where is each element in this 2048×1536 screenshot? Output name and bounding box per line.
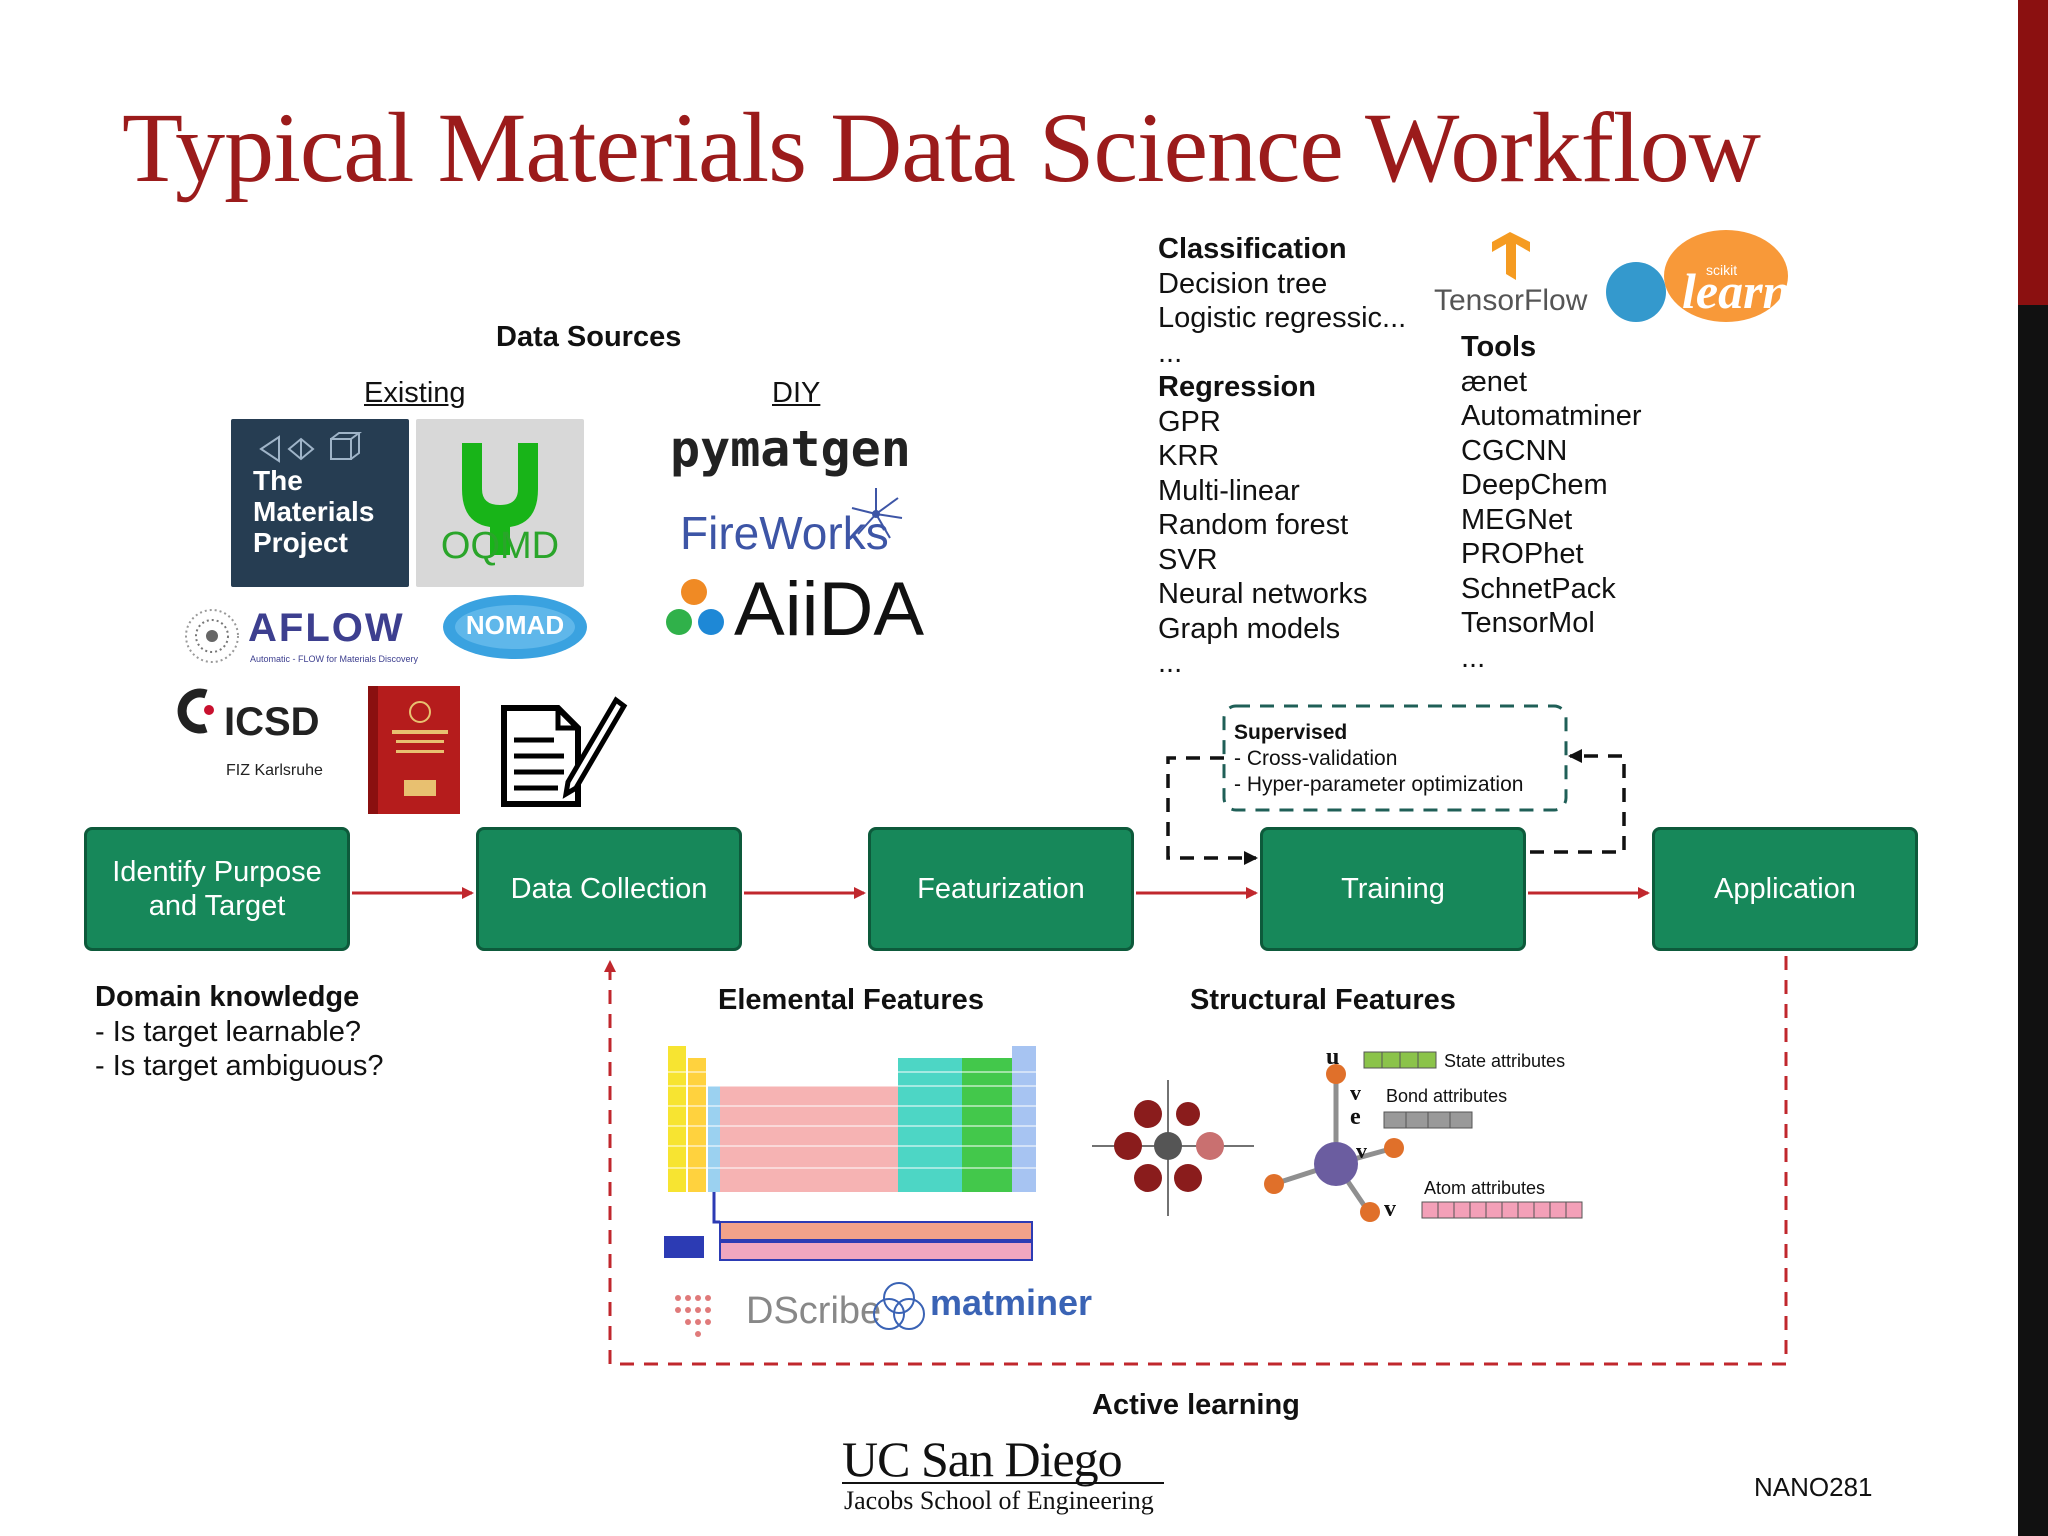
regression-item: Random forest: [1158, 509, 1349, 541]
sidebar-dark: [2018, 305, 2048, 1536]
fireworks-burst-icon: [851, 488, 903, 539]
regression-item: ...: [1158, 647, 1183, 679]
domain-heading: Domain knowledge: [95, 981, 360, 1013]
step-featurization: Featurization: [868, 827, 1134, 951]
ucsd-divider: [842, 1482, 1164, 1484]
dscribe-label: DScribe: [746, 1290, 882, 1332]
tool-item: DeepChem: [1461, 469, 1608, 501]
nomad-logo: NOMAD: [440, 590, 590, 664]
data-sources-heading: Data Sources: [496, 321, 682, 353]
symbol-ek: e: [1350, 1104, 1361, 1130]
icsd-mark-icon: [177, 688, 214, 734]
icsd-logo-text: ICSD: [224, 700, 320, 744]
aiida-logo: AiiDA: [734, 567, 925, 652]
fireworks-logo: FireWorks: [680, 507, 889, 559]
tool-item: CGCNN: [1461, 434, 1568, 467]
classification-item: Logistic regressic...: [1158, 302, 1407, 334]
periodic-table-image: [660, 1036, 1044, 1268]
sklearn-label: learn: [1682, 263, 1791, 319]
tool-item: ænet: [1461, 365, 1528, 398]
tool-item: MEGNet: [1461, 503, 1573, 536]
domain-item: - Is target learnable?: [95, 1015, 361, 1048]
nomad-cloud-icon: [443, 595, 587, 659]
icsd-logo-subtitle: FIZ Karlsruhe: [226, 762, 323, 779]
atom-attributes-label: Atom attributes: [1424, 1178, 1546, 1198]
tool-item: TensorMol: [1461, 607, 1595, 639]
oqmd-logo: OQMD: [416, 419, 584, 587]
handbook-book-icon: [368, 686, 460, 814]
tensorflow-label: TensorFlow: [1434, 284, 1588, 317]
existing-label: Existing: [364, 377, 466, 409]
sklearn-small-label: scikit: [1706, 262, 1738, 278]
dscribe-icon: [675, 1295, 711, 1337]
regression-item: GPR: [1158, 405, 1221, 438]
diy-label: DIY: [772, 377, 821, 409]
matminer-icon: [873, 1282, 925, 1330]
materials-project-logo: The Materials Project: [231, 419, 409, 587]
active-learning-loop: [604, 956, 1788, 1366]
supervised-loop-right: [1530, 749, 1626, 854]
supervised-item: - Hyper-parameter optimization: [1234, 773, 1524, 796]
symbol-vsk: v: [1350, 1080, 1361, 1105]
aflow-logo: AFLOW Automatic - FLOW for Materials Dis…: [182, 604, 418, 672]
tools-list: Tools ænet Automatminer CGCNN DeepChem M…: [1461, 330, 1642, 675]
nomad-logo-text: NOMAD: [465, 610, 565, 640]
step-data-collection: Data Collection: [476, 827, 742, 951]
tool-item: Automatminer: [1461, 400, 1642, 432]
aflow-logo-text: AFLOW: [248, 606, 405, 650]
step-identify-purpose: Identify Purpose and Target: [84, 827, 350, 951]
ucsd-logo: UC San Diego: [842, 1431, 1123, 1487]
aflow-sphere-icon: [185, 609, 239, 663]
icsd-logo: ICSD FIZ Karlsruhe: [176, 686, 346, 786]
step-training: Training: [1260, 827, 1526, 951]
structural-features-heading: Structural Features: [1190, 984, 1456, 1016]
bond-attributes-label: Bond attributes: [1386, 1086, 1508, 1106]
regression-heading: Regression: [1158, 371, 1316, 403]
model-list: Classification Decision tree Logistic re…: [1158, 232, 1406, 681]
sidebar-accent: [2018, 0, 2048, 305]
tool-item: ...: [1461, 641, 1486, 674]
pymatgen-logo: pymatgen: [670, 420, 911, 478]
classification-heading: Classification: [1158, 233, 1347, 265]
mp-logo-text: The Materials Project: [253, 465, 375, 558]
mp-polyhedra-icon: [259, 432, 362, 463]
symbol-vrk: v: [1356, 1138, 1367, 1163]
matminer-label: matminer: [930, 1282, 1093, 1323]
regression-item: Graph models: [1158, 612, 1341, 645]
supervised-text: Supervised - Cross-validation - Hyper-pa…: [1234, 720, 1523, 798]
regression-item: Multi-linear: [1158, 474, 1300, 507]
supervised-item: - Cross-validation: [1234, 747, 1398, 770]
domain-knowledge: Domain knowledge - Is target learnable? …: [95, 980, 384, 1084]
active-learning-label: Active learning: [1092, 1389, 1300, 1421]
supervised-heading: Supervised: [1234, 721, 1348, 744]
aiida-dots-icon: [666, 579, 724, 635]
regression-item: SVR: [1158, 543, 1218, 576]
regression-item: KRR: [1158, 440, 1220, 472]
oqmd-logo-text: OQMD: [440, 525, 560, 567]
step-application: Application: [1652, 827, 1918, 951]
symbol-vi: v: [1384, 1196, 1396, 1222]
oqmd-psi-icon: [462, 443, 538, 555]
state-attributes-label: State attributes: [1444, 1051, 1566, 1071]
document-pen-icon: [501, 696, 628, 807]
tools-heading: Tools: [1461, 331, 1537, 363]
jacobs-school-label: Jacobs School of Engineering: [844, 1486, 1154, 1515]
classification-item: ...: [1158, 336, 1183, 369]
tensorflow-icon: [1492, 232, 1530, 280]
domain-item: - Is target ambiguous?: [95, 1050, 384, 1082]
tool-item: SchnetPack: [1461, 572, 1616, 605]
classification-item: Decision tree: [1158, 267, 1328, 300]
slide-title: Typical Materials Data Science Workflow: [122, 92, 1761, 203]
megnet-graph-image: [1264, 1051, 1583, 1222]
crystal-site-image: [1092, 1080, 1254, 1216]
supervised-loop-left: [1166, 756, 1258, 865]
sklearn-icon: [1606, 230, 1788, 322]
course-code: NANO281: [1754, 1472, 1873, 1502]
aflow-logo-subtitle: Automatic - FLOW for Materials Discovery: [250, 654, 419, 664]
regression-item: Neural networks: [1158, 578, 1368, 610]
elemental-features-heading: Elemental Features: [718, 984, 984, 1016]
tool-item: PROPhet: [1461, 538, 1584, 570]
symbol-u: u: [1326, 1044, 1340, 1070]
